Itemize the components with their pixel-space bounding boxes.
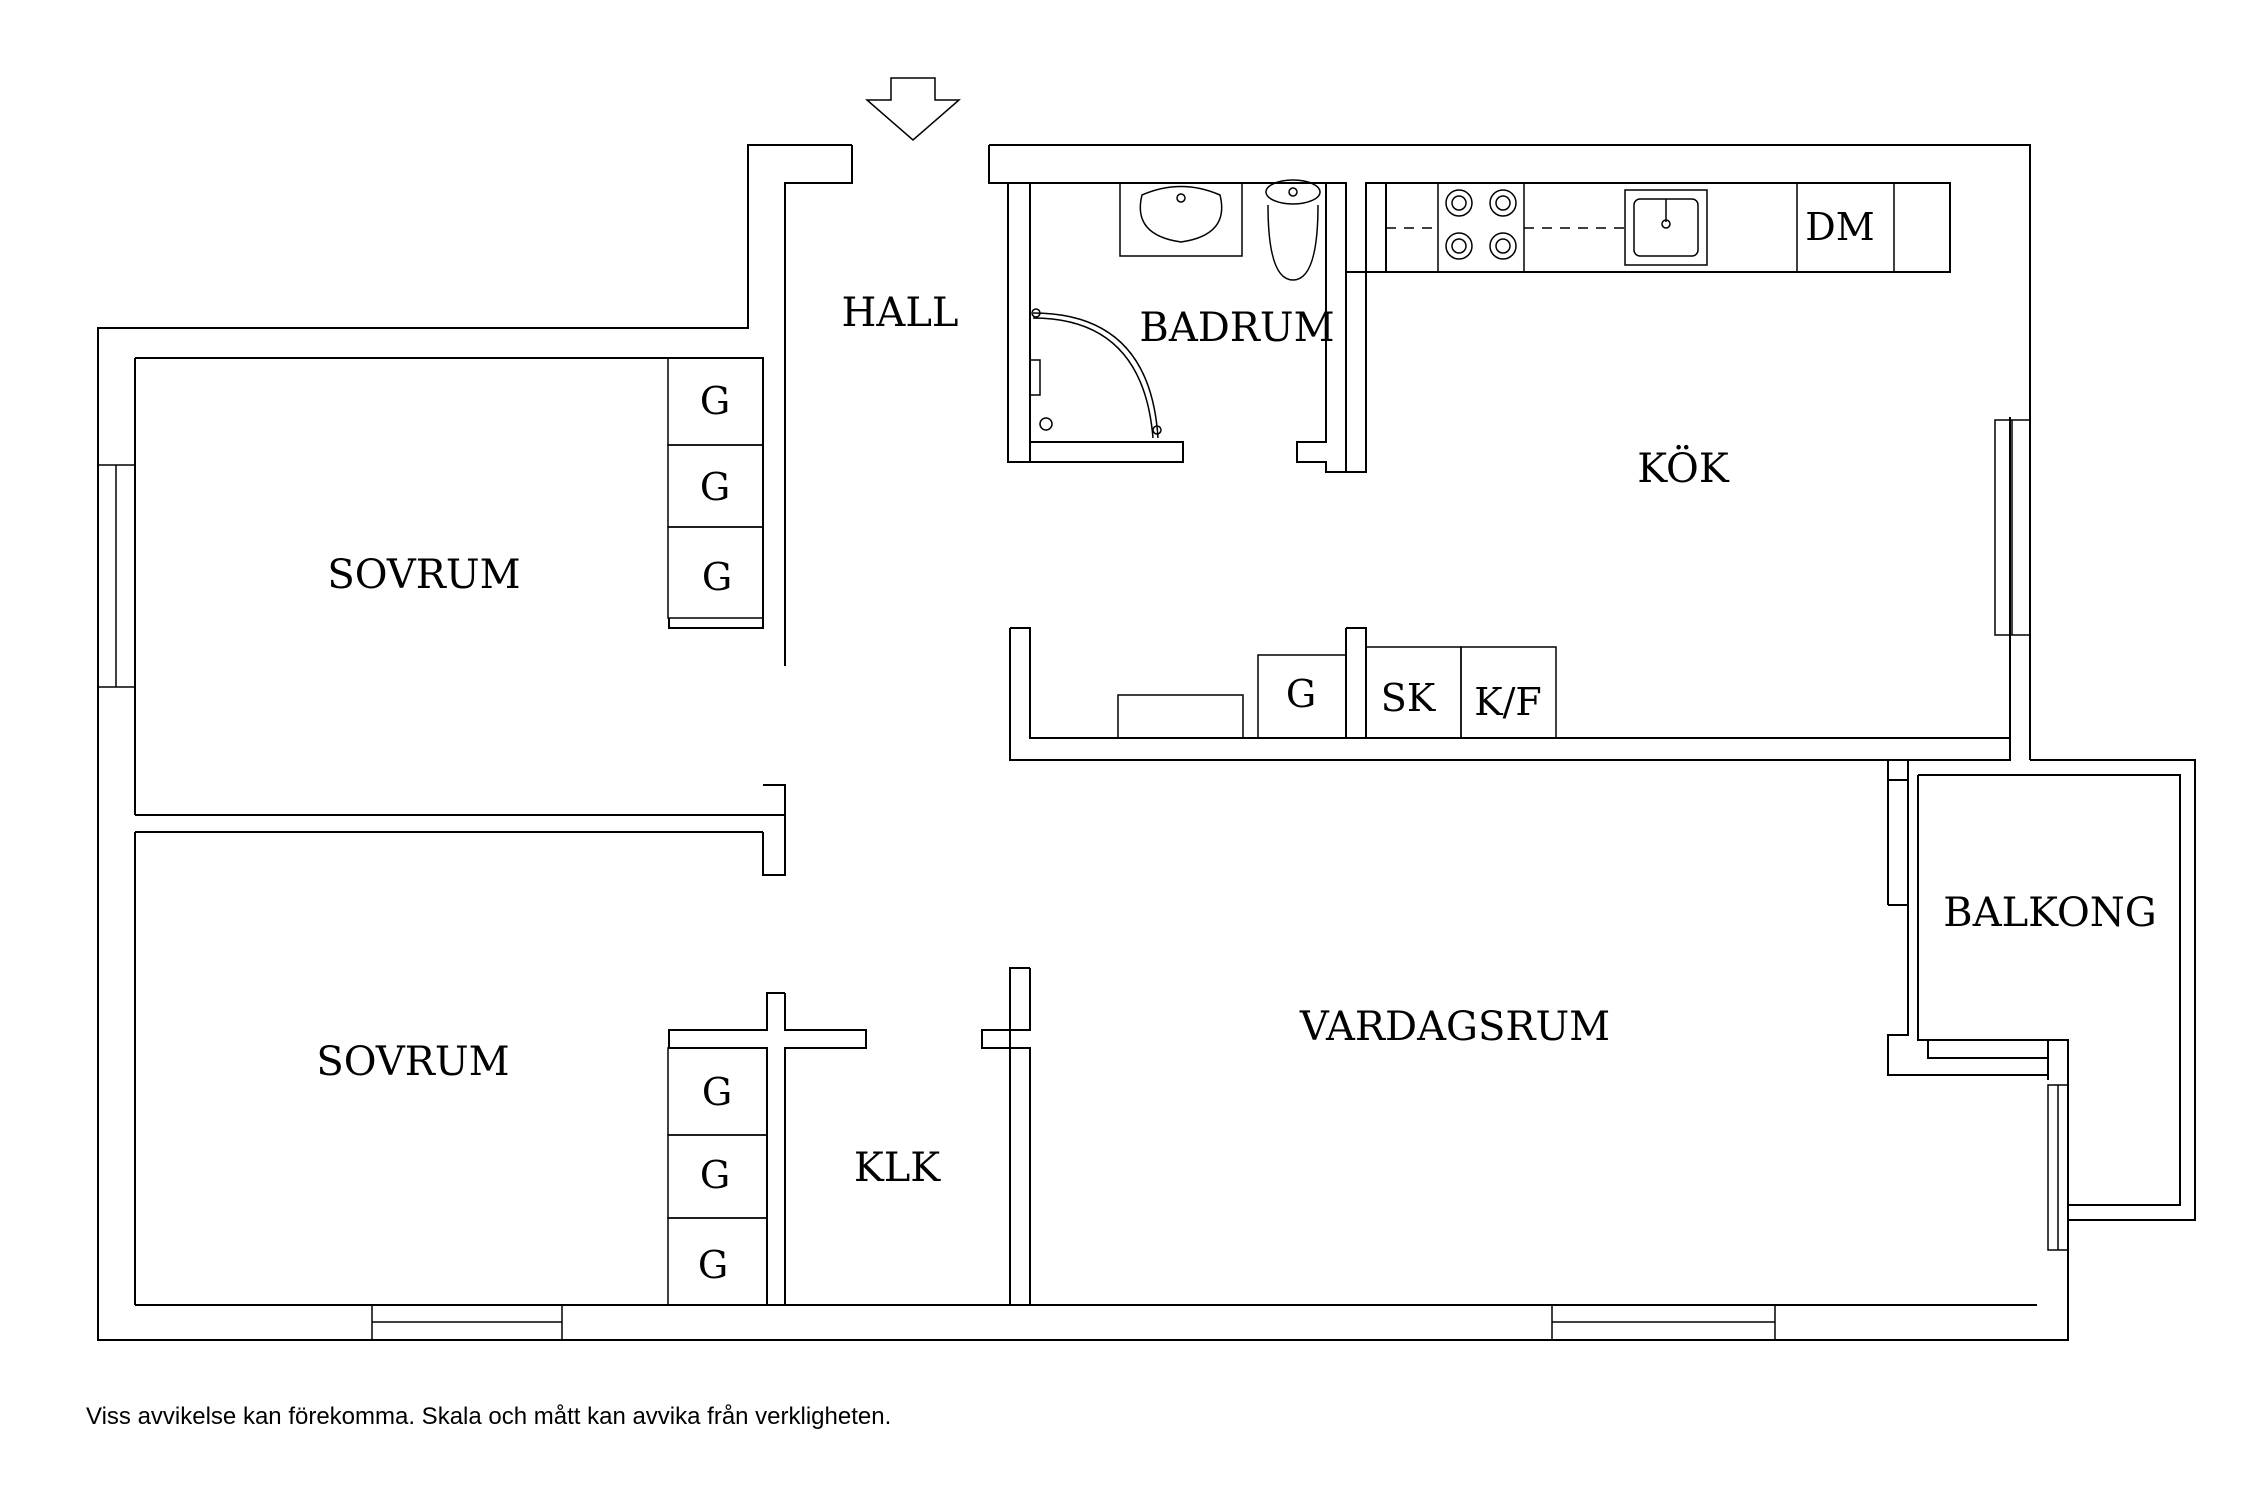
wardrobe-label: G [1286,672,1316,716]
balcony-outline [1917,759,2196,1221]
shower-icon [1029,308,1162,439]
room-label-badrum: BADRUM [1139,305,1334,351]
wardrobe-label: G [700,465,730,509]
wardrobes-bottom [667,1047,768,1306]
room-label-balkong: BALKONG [1943,890,2156,936]
room-label-hall: HALL [842,290,959,336]
wardrobe-label: G [698,1243,728,1287]
sink-icon [1119,182,1243,257]
wardrobe-label: G [702,555,732,599]
room-label-sovrum-top: SOVRUM [327,552,520,598]
room-label-kok: KÖK [1637,445,1730,492]
kitchen-lower-counter [1117,646,1557,739]
fixture-label-dm: DM [1805,205,1874,249]
room-label-klk: KLK [854,1145,941,1191]
wardrobe-label: G [700,379,730,423]
wardrobe-label: G [702,1070,732,1114]
wardrobe-label: G [700,1153,730,1197]
entrance-arrow-icon [864,77,962,141]
room-label-sovrum-bottom: SOVRUM [316,1039,509,1085]
stove-icon [1437,182,1525,273]
windows [97,419,2069,1341]
fixture-label-kf: K/F [1474,680,1542,724]
outer-walls [97,144,2069,1341]
room-label-vardagsrum: VARDAGSRUM [1299,1004,1610,1050]
fixture-label-sk: SK [1381,676,1436,720]
wardrobes-top [667,357,764,619]
toilet-icon [1265,179,1321,281]
interior-walls [668,182,2069,1306]
disclaimer-text: Viss avvikelse kan förekomma. Skala och … [86,1403,892,1430]
dishwasher [1796,182,1895,273]
kitchen-sink-icon [1624,189,1708,266]
